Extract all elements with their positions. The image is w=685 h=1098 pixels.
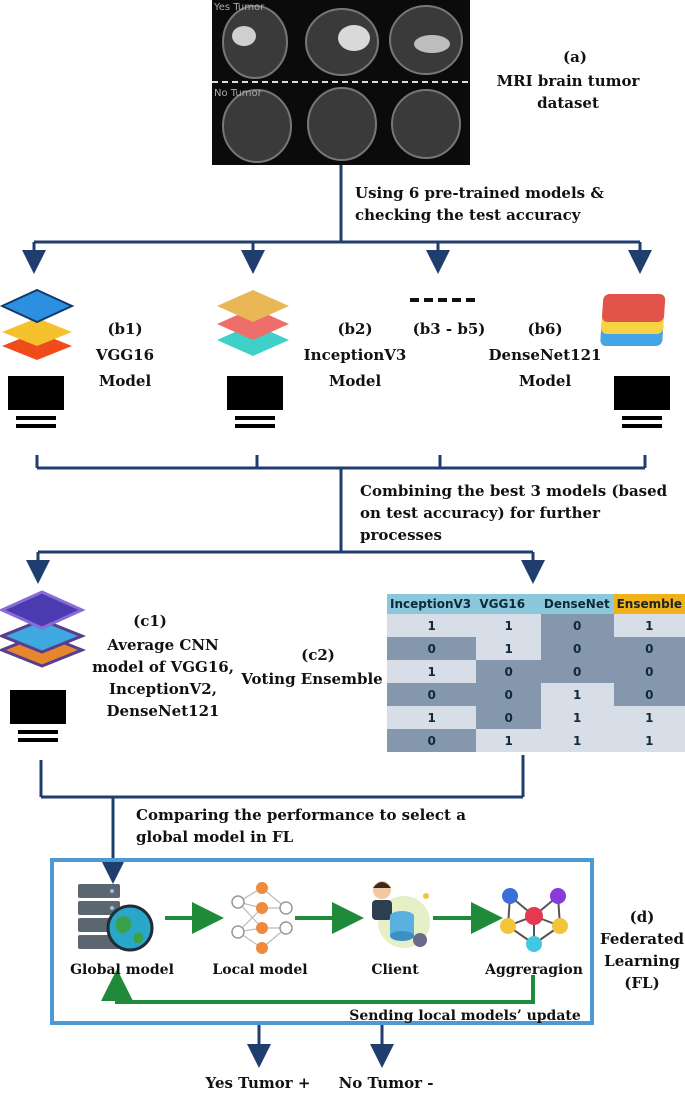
table-cell: 1 [476,614,541,637]
table-cell: 0 [387,683,477,706]
table-cell: 0 [613,683,685,706]
voting-table-header: InceptionV3 VGG16 DenseNet Ensemble [387,594,685,614]
inceptionv3-monitor-icon [227,376,283,428]
table-row: 0 1 1 1 [387,729,685,752]
output-yes-tumor: Yes Tumor + [205,1074,311,1092]
federated-learning-box [50,858,594,1025]
step2-caption: Combining the best 3 models (based on te… [360,482,668,544]
client-icon [372,881,430,948]
table-row: 1 0 0 0 [387,660,685,683]
label-a-title: MRI brain tumor dataset [496,72,640,112]
inceptionv3-layers-icon [217,290,289,356]
table-cell: 0 [476,706,541,729]
table-row: 0 0 1 0 [387,683,685,706]
b2-model: Model [328,372,382,390]
c2-id: (c2) [301,646,335,664]
vgg16-layers-icon [0,288,75,360]
table-cell: 0 [540,614,614,637]
col-densenet: DenseNet [540,594,614,614]
step1-caption: Using 6 pre-trained models & checking th… [355,184,604,224]
table-cell: 0 [540,637,614,660]
table-cell: 1 [387,706,477,729]
table-cell: 1 [613,614,685,637]
fl-local-model: Local model [212,962,308,978]
table-cell: 1 [540,683,614,706]
d-id: (d) [629,908,655,926]
table-cell: 1 [613,729,685,752]
step3-caption: Comparing the performance to select a gl… [136,806,466,846]
col-ensemble: Ensemble [613,594,685,614]
b6-name: DenseNet121 [488,346,602,364]
d-title: Federated Learning (FL) [600,930,684,992]
voting-table: InceptionV3 VGG16 DenseNet Ensemble 1 1 … [387,594,685,752]
table-row: 1 1 0 1 [387,614,685,637]
col-vgg16: VGG16 [476,594,541,614]
densenet121-layers-icon [600,294,666,346]
b35-id: (b3 - b5) [412,320,486,338]
col-inceptionv3: InceptionV3 [387,594,477,614]
b6-id: (b6) [527,320,563,338]
table-cell: 1 [387,614,477,637]
average-cnn-layers-icon [0,590,87,668]
server-globe-icon [78,884,154,952]
aggregation-network-icon [500,888,568,952]
brain-scans [212,5,470,163]
b1-model: Model [98,372,152,390]
output-no-tumor: No Tumor - [338,1074,434,1092]
c1-id: (c1) [133,612,167,630]
table-cell: 0 [613,637,685,660]
b1-id: (b1) [107,320,143,338]
table-cell: 1 [540,706,614,729]
fl-update-caption: Sending local models’ update [349,1008,581,1024]
table-cell: 1 [540,729,614,752]
b2-id: (b2) [337,320,373,338]
fl-global-model: Global model [70,962,174,978]
average-cnn-monitor-icon [10,690,66,742]
table-cell: 0 [476,683,541,706]
table-row: 0 1 0 0 [387,637,685,660]
table-cell: 1 [613,706,685,729]
table-cell: 0 [540,660,614,683]
c1-title: Average CNN model of VGG16, InceptionV2,… [92,636,234,720]
table-cell: 0 [613,660,685,683]
b6-model: Model [518,372,572,390]
fl-aggregation: Aggreragion [485,962,583,978]
neural-network-icon [231,882,293,954]
table-row: 1 0 1 1 [387,706,685,729]
c2-title: Voting Ensemble [241,670,383,688]
no-tumor-tag: No Tumor [214,88,262,99]
b1-name: VGG16 [95,346,155,364]
table-cell: 0 [387,637,477,660]
table-cell: 1 [387,660,477,683]
label-a-id: (a) [563,48,587,66]
fl-client: Client [371,962,419,978]
densenet121-monitor-icon [614,376,670,428]
table-cell: 1 [476,729,541,752]
table-cell: 0 [387,729,477,752]
vgg16-monitor-icon [8,376,64,428]
table-cell: 1 [476,637,541,660]
b2-name: InceptionV3 [303,346,407,364]
table-cell: 0 [476,660,541,683]
yes-tumor-tag: Yes Tumor [214,2,265,13]
mri-dataset-image: Yes Tumor No Tumor [212,0,470,165]
